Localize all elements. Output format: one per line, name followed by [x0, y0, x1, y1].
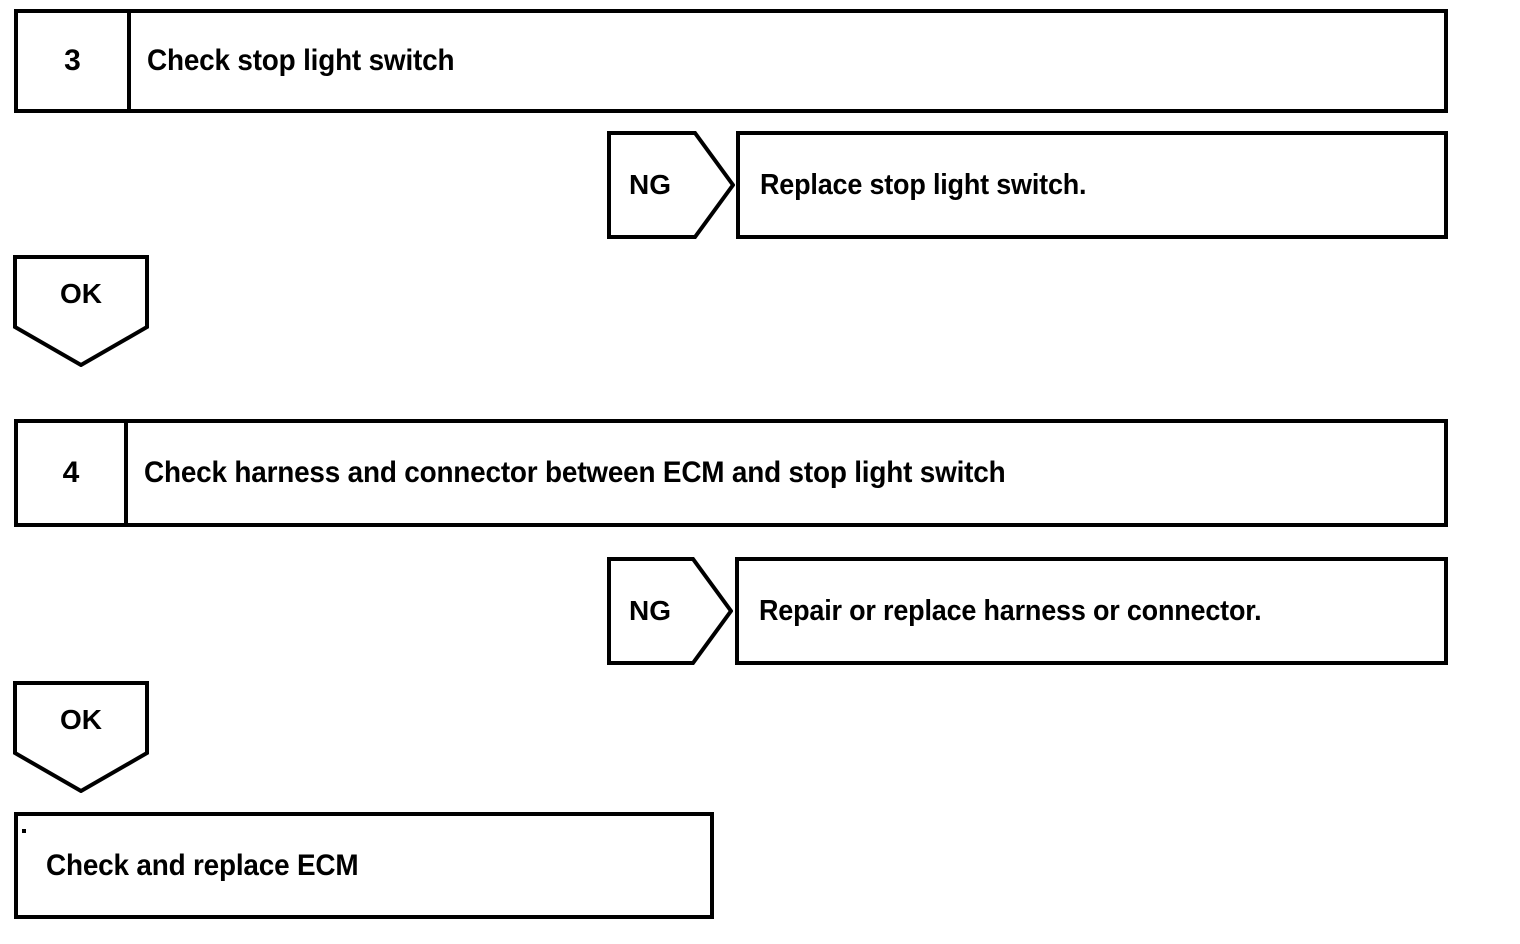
ng-arrow-4: NG	[607, 557, 733, 665]
step-title-container-3: Check stop light switch	[147, 13, 1434, 109]
step-box-3[interactable]: 3 Check stop light switch	[14, 9, 1448, 113]
final-action-box[interactable]: Check and replace ECM	[14, 812, 714, 919]
ng-result-text-4: Repair or replace harness or connector.	[759, 594, 1262, 627]
ng-arrow-shape-3	[607, 131, 735, 239]
ng-result-text-3: Replace stop light switch.	[760, 168, 1087, 201]
step-number-cell-4: 4	[18, 423, 128, 523]
scan-artifact-speck	[22, 829, 26, 833]
ng-result-box-3[interactable]: Replace stop light switch.	[736, 131, 1448, 239]
ng-arrow-3: NG	[607, 131, 735, 239]
final-action-text: Check and replace ECM	[46, 848, 359, 882]
step-title-container-4: Check harness and connector between ECM …	[144, 423, 1434, 523]
step-number-cell-3: 3	[18, 13, 131, 109]
ng-result-box-4[interactable]: Repair or replace harness or connector.	[735, 557, 1448, 665]
step-number-4: 4	[62, 456, 80, 489]
step-title-4: Check harness and connector between ECM …	[144, 456, 1006, 489]
ok-arrow-3: OK	[13, 255, 149, 367]
ok-arrow-shape-4	[13, 681, 149, 793]
ok-arrow-4: OK	[13, 681, 149, 793]
step-number-3: 3	[64, 44, 81, 77]
step-box-4[interactable]: 4 Check harness and connector between EC…	[14, 419, 1448, 527]
ok-arrow-shape-3	[13, 255, 149, 367]
step-title-3: Check stop light switch	[147, 44, 455, 77]
ng-arrow-shape-4	[607, 557, 733, 665]
